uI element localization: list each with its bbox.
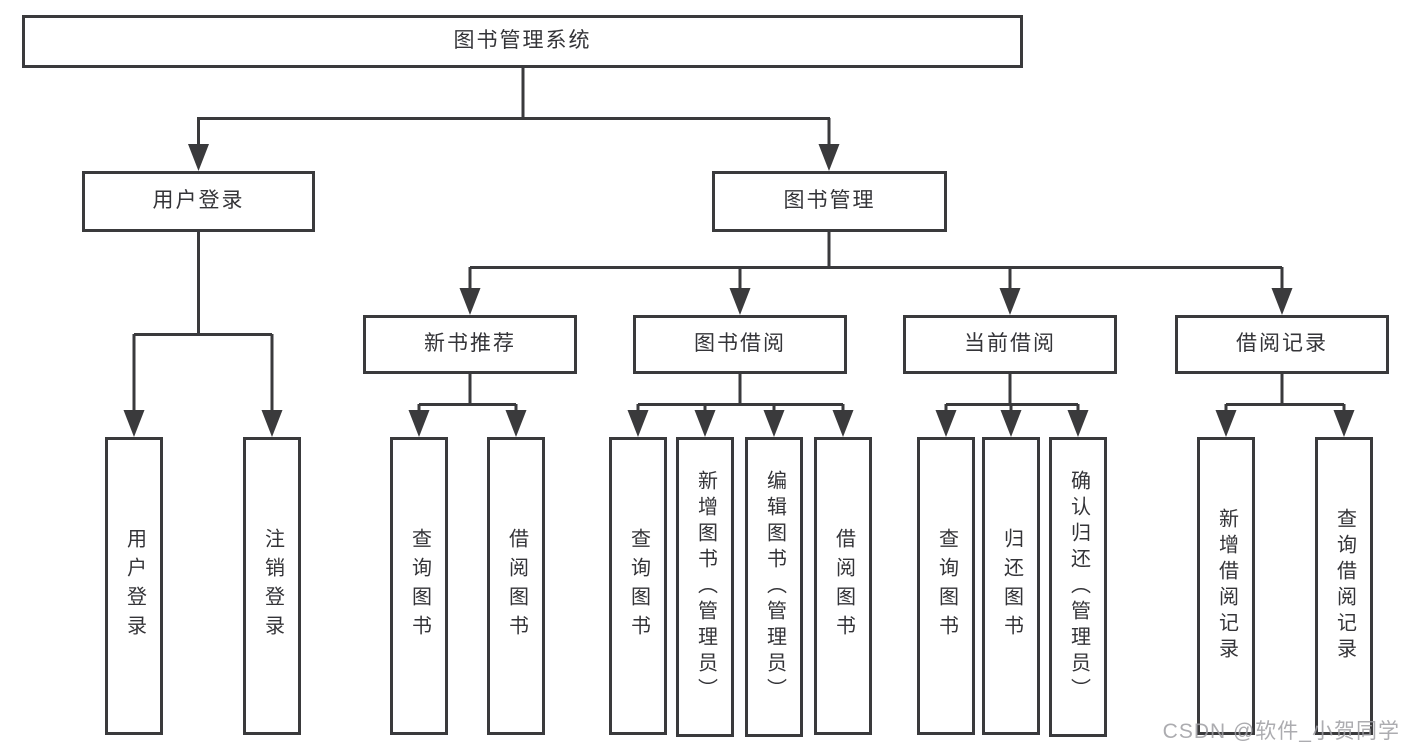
arrowhead-icons (123, 144, 1355, 437)
node-query-books-borrowing: 查询图书 (609, 437, 667, 735)
node-book-borrowing: 图书借阅 (633, 315, 847, 374)
node-borrow-books: 借阅图书 (814, 437, 872, 735)
node-new-book-recommendation: 新书推荐 (363, 315, 577, 374)
node-borrow-books-recommend: 借阅图书 (487, 437, 545, 735)
node-query-books-recommend: 查询图书 (390, 437, 448, 735)
node-query-books-current: 查询图书 (917, 437, 975, 735)
node-borrowing-records: 借阅记录 (1175, 315, 1389, 374)
csdn-watermark: CSDN @软件_小贺同学 (1162, 720, 1400, 743)
node-book-management: 图书管理 (712, 171, 947, 232)
node-add-books-admin: 新增图书（管理员） (676, 437, 734, 737)
node-library-management-system: 图书管理系统 (22, 15, 1023, 68)
node-return-books: 归还图书 (982, 437, 1040, 735)
node-user-login-branch: 用户登录 (82, 171, 315, 232)
node-user-login: 用户登录 (105, 437, 163, 735)
node-current-borrowing: 当前借阅 (903, 315, 1117, 374)
node-logout: 注销登录 (243, 437, 301, 735)
node-confirm-return-admin: 确认归还（管理员） (1049, 437, 1107, 737)
node-query-borrow-record: 查询借阅记录 (1315, 437, 1373, 735)
node-add-borrow-record: 新增借阅记录 (1197, 437, 1255, 735)
node-edit-books-admin: 编辑图书（管理员） (745, 437, 803, 737)
